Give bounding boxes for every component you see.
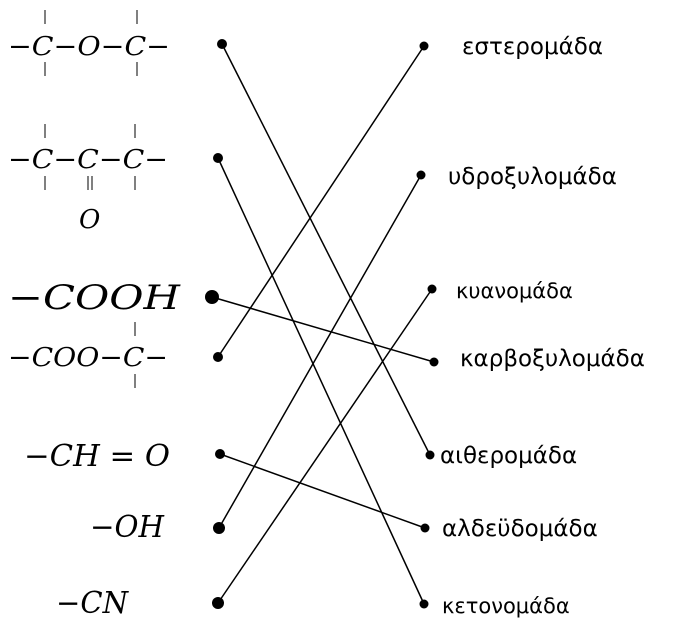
right-dots xyxy=(416,41,439,609)
dot-ester-right xyxy=(419,41,429,51)
dot-aldehyde-right xyxy=(420,523,430,533)
dot-aldehyde-left xyxy=(215,449,225,459)
connector-ketone xyxy=(217,157,425,605)
connector-ether xyxy=(221,43,431,456)
dot-cyano-left xyxy=(212,597,224,609)
formula-ether-text: −C−O−C− xyxy=(8,32,170,62)
connector-lines xyxy=(211,43,435,605)
label-ether-group: αιθερομάδα xyxy=(440,443,577,469)
formula-ketone: −C−C−C− O xyxy=(8,124,168,235)
dot-hydroxyl-left xyxy=(213,522,225,534)
formula-ester-text: −COO−C− xyxy=(8,343,168,373)
connector-hydroxyl xyxy=(218,174,422,529)
connector-aldehyde xyxy=(219,453,426,529)
dot-carboxyl-left xyxy=(205,290,219,304)
left-dots xyxy=(205,39,227,609)
formula-ester: −COO−C− xyxy=(8,322,168,388)
formula-ether: −C−O−C− xyxy=(8,10,170,76)
label-aldehyde-group: αλδεϋδομάδα xyxy=(442,516,598,542)
dot-ketone-left xyxy=(213,153,223,163)
formula-ketone-text: −C−C−C− xyxy=(8,145,168,175)
label-cyano-group: κυανομάδα xyxy=(456,279,573,303)
label-carboxyl-group: καρβοξυλομάδα xyxy=(460,346,645,372)
formula-carboxyl: −COOH xyxy=(8,278,182,318)
connector-carboxyl xyxy=(211,296,435,363)
dot-carboxyl-right xyxy=(429,357,439,367)
connector-cyano xyxy=(217,288,433,604)
dot-cyano-right xyxy=(427,284,437,294)
formula-aldehyde: −CH = O xyxy=(24,439,170,474)
label-ester-group: εστερομάδα xyxy=(462,34,603,60)
formula-hydroxyl: −OH xyxy=(90,510,165,545)
label-ketone-group: κετονομάδα xyxy=(442,594,570,618)
connector-ester xyxy=(217,45,425,358)
formula-ketone-oxygen: O xyxy=(79,205,100,235)
dot-ether-left xyxy=(217,39,227,49)
dot-ester-left xyxy=(213,352,223,362)
dot-ketone-right xyxy=(419,599,429,609)
dot-hydroxyl-right xyxy=(416,170,426,180)
dot-ether-right xyxy=(425,450,435,460)
label-hydroxyl-group: υδροξυλομάδα xyxy=(448,164,617,190)
formula-cyano: −CN xyxy=(56,586,130,621)
